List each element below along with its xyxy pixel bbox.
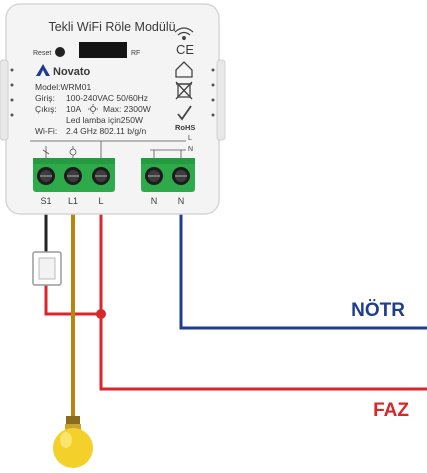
terminal-label-l: L xyxy=(98,196,103,206)
output-current: 10A xyxy=(66,104,81,114)
terminal-block-left xyxy=(33,158,115,192)
rohs-label: RoHS xyxy=(175,123,195,132)
reset-label: Reset xyxy=(33,50,51,57)
phase-label: FAZ xyxy=(373,400,409,421)
terminal-label-l1: L1 xyxy=(68,196,78,206)
phase-wire xyxy=(99,195,427,391)
screw xyxy=(172,167,190,185)
screw xyxy=(145,167,163,185)
brand-name: Novato xyxy=(53,66,91,78)
device-title: Tekli WiFi Röle Modülü xyxy=(48,20,175,34)
model-text: Model:WRM01 xyxy=(35,82,91,92)
led-note: Led lamba için250W xyxy=(66,115,143,125)
led-window xyxy=(79,42,127,58)
bulb-icon xyxy=(53,416,93,468)
home-icon xyxy=(175,61,193,78)
terminal-block-right xyxy=(141,158,195,192)
terminal-label-n2: N xyxy=(178,196,185,206)
phase-branch-wire xyxy=(44,285,101,316)
ce-icon: CE xyxy=(176,42,194,57)
screw xyxy=(64,167,82,185)
rf-label: RF xyxy=(131,50,140,57)
switch-icon xyxy=(32,251,62,286)
neutral-wire xyxy=(179,195,427,330)
screw xyxy=(92,167,110,185)
rohs-icon: RoHS xyxy=(175,105,195,132)
reset-button xyxy=(55,47,65,57)
input-value: 100-240VAC 50/60Hz xyxy=(66,93,148,103)
wifi-value: 2.4 GHz 802.11 b/g/n xyxy=(66,126,146,136)
terminal-label-s1: S1 xyxy=(40,196,51,206)
screw xyxy=(37,167,55,185)
sun-icon xyxy=(88,104,98,114)
junction-dot xyxy=(96,309,106,319)
output-label: Çıkış: xyxy=(35,104,57,114)
input-label: Giriş: xyxy=(35,93,55,103)
wires xyxy=(44,195,427,422)
relay-module: Tekli WiFi Röle Modülü Reset RF Novato M… xyxy=(0,3,226,215)
neutral-label: NÖTR xyxy=(351,300,405,321)
terminal-symbols xyxy=(42,141,182,158)
brand-logo: Novato xyxy=(36,64,91,78)
wifi-label: Wi-Fi: xyxy=(35,126,57,136)
recycle-bin-icon xyxy=(175,81,193,100)
wifi-icon xyxy=(174,27,194,40)
output-max: Max: 2300W xyxy=(103,104,151,114)
terminal-mark-n: N xyxy=(188,146,193,153)
terminal-mark-l: L xyxy=(188,135,192,142)
terminal-label-n1: N xyxy=(151,196,158,206)
